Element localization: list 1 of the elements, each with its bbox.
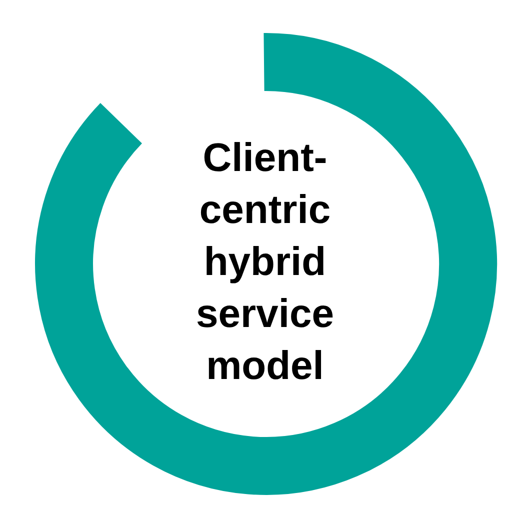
center-title: Client-centric hybrid service model [195, 135, 335, 390]
